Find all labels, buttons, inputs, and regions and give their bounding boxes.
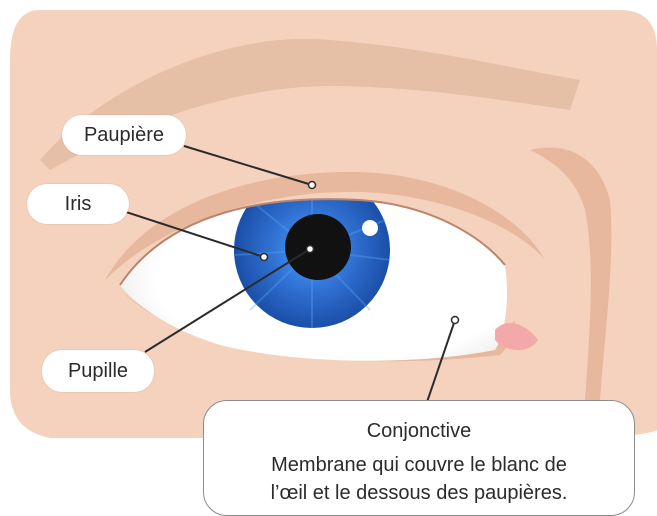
callout-title: Conjonctive — [204, 419, 634, 443]
conjunctiva-callout: Conjonctive Membrane qui couvre le blanc… — [203, 400, 635, 516]
dot-eyelid — [309, 182, 316, 189]
callout-description: Membrane qui couvre le blanc de l’œil et… — [204, 451, 634, 507]
dot-conjunctiva — [452, 317, 459, 324]
dot-pupil — [307, 246, 314, 253]
callout-description-line2: l’œil et le dessous des paupières. — [212, 479, 626, 507]
label-eyelid: Paupière — [62, 115, 186, 155]
highlight — [362, 220, 378, 236]
dot-iris — [261, 254, 268, 261]
label-pupil: Pupille — [42, 350, 154, 392]
callout-description-line1: Membrane qui couvre le blanc de — [212, 451, 626, 479]
pupil — [285, 214, 351, 280]
label-iris: Iris — [27, 184, 129, 224]
